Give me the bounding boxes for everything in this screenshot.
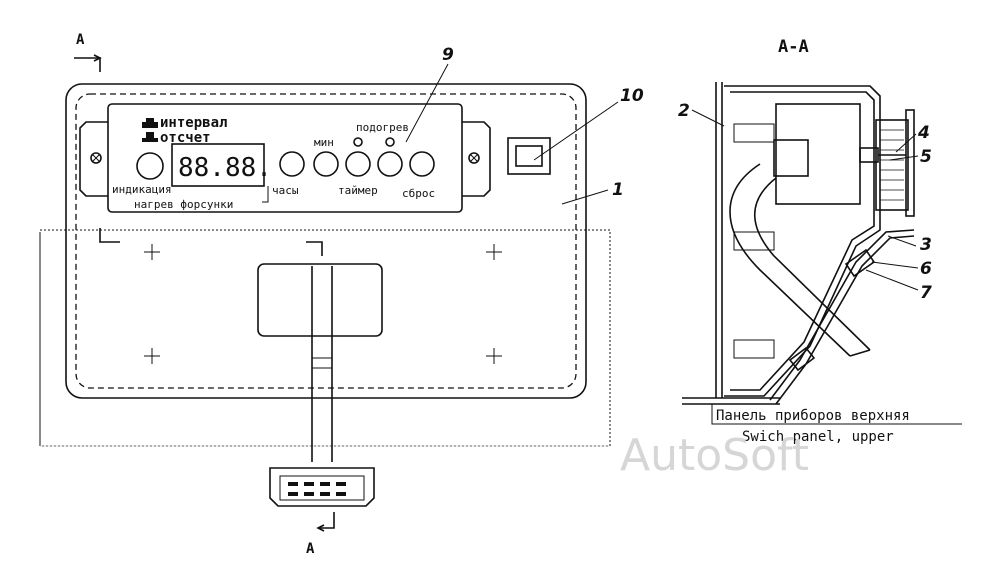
timer-button-1[interactable] xyxy=(345,151,371,177)
mount-cross-3 xyxy=(144,348,160,364)
cable-harness xyxy=(311,266,333,462)
timer-button-2[interactable] xyxy=(377,151,403,177)
switch-housing xyxy=(507,137,551,175)
plug-connector xyxy=(269,467,375,507)
switch-key[interactable] xyxy=(515,145,543,167)
rear-connector-block xyxy=(257,263,383,337)
interval-icon xyxy=(142,118,158,128)
switch-panel-body xyxy=(39,229,611,447)
heating-led-2 xyxy=(385,137,395,147)
reset-button[interactable] xyxy=(409,151,435,177)
mount-cross-4 xyxy=(486,348,502,364)
callout-4: 4 xyxy=(917,123,930,143)
hours-label: часы xyxy=(272,184,299,197)
mount-cross-1 xyxy=(144,244,160,260)
reset-label: сброс xyxy=(402,187,435,200)
timer-unit-face xyxy=(107,103,463,213)
min-button[interactable] xyxy=(313,151,339,177)
left-bracket xyxy=(79,121,108,197)
callout-3: 3 xyxy=(920,235,932,255)
callout-2: 2 xyxy=(678,101,690,121)
section-title: А-А xyxy=(778,37,809,57)
heating-label: подогрев xyxy=(356,121,409,134)
countdown-label: отсчет xyxy=(160,130,211,146)
timer-label: таймер xyxy=(338,184,378,197)
callout-7: 7 xyxy=(920,283,932,303)
plug-pins xyxy=(288,482,346,496)
min-label: мин xyxy=(314,136,334,149)
mounting-plate xyxy=(65,83,587,399)
front-plate xyxy=(715,82,723,398)
housing-outer xyxy=(724,85,881,397)
callout-5: 5 xyxy=(920,147,932,167)
nozzle-heating-label: нагрев форсунки xyxy=(134,198,233,211)
indication-label: индикация xyxy=(112,183,172,196)
caption-ru: Панель приборов верхняя xyxy=(716,408,910,424)
insulation-block xyxy=(875,119,909,211)
plate-dashed-outline xyxy=(75,93,577,389)
section-mark-bottom: А xyxy=(306,541,315,557)
caption-en: Swich panel, upper xyxy=(742,429,894,445)
section-line-bottom xyxy=(318,512,335,529)
callout-9: 9 xyxy=(442,45,454,65)
housing-inner xyxy=(730,91,875,391)
corner-mark-right xyxy=(306,241,323,256)
inner-module xyxy=(775,103,861,205)
upper-panel-sheet xyxy=(769,229,915,401)
watermark: AutoSoft xyxy=(620,430,809,481)
section-arrow-bottom xyxy=(316,524,325,532)
right-bracket xyxy=(462,121,491,197)
display-digits: 88.88. xyxy=(178,153,272,183)
hours-button[interactable] xyxy=(279,151,305,177)
callout-6: 6 xyxy=(920,259,932,279)
bolt-bottom xyxy=(788,346,816,372)
callout-10: 10 xyxy=(620,86,644,106)
countdown-icon xyxy=(142,132,158,142)
right-screw-icon xyxy=(468,152,480,164)
interval-label: интервал xyxy=(160,115,227,131)
digital-display xyxy=(171,143,265,187)
heating-led-1 xyxy=(353,137,363,147)
corner-mark-left xyxy=(99,228,120,243)
callout-1: 1 xyxy=(612,180,624,200)
section-mark-top: А xyxy=(76,32,85,48)
floor-sheet xyxy=(682,397,780,405)
indication-button[interactable] xyxy=(136,152,164,180)
side-tab xyxy=(905,109,915,217)
left-screw-icon xyxy=(90,152,102,164)
inner-connector xyxy=(773,139,809,177)
section-arrow-top xyxy=(93,54,102,62)
section-cable xyxy=(729,163,871,357)
mount-cross-2 xyxy=(486,244,502,260)
